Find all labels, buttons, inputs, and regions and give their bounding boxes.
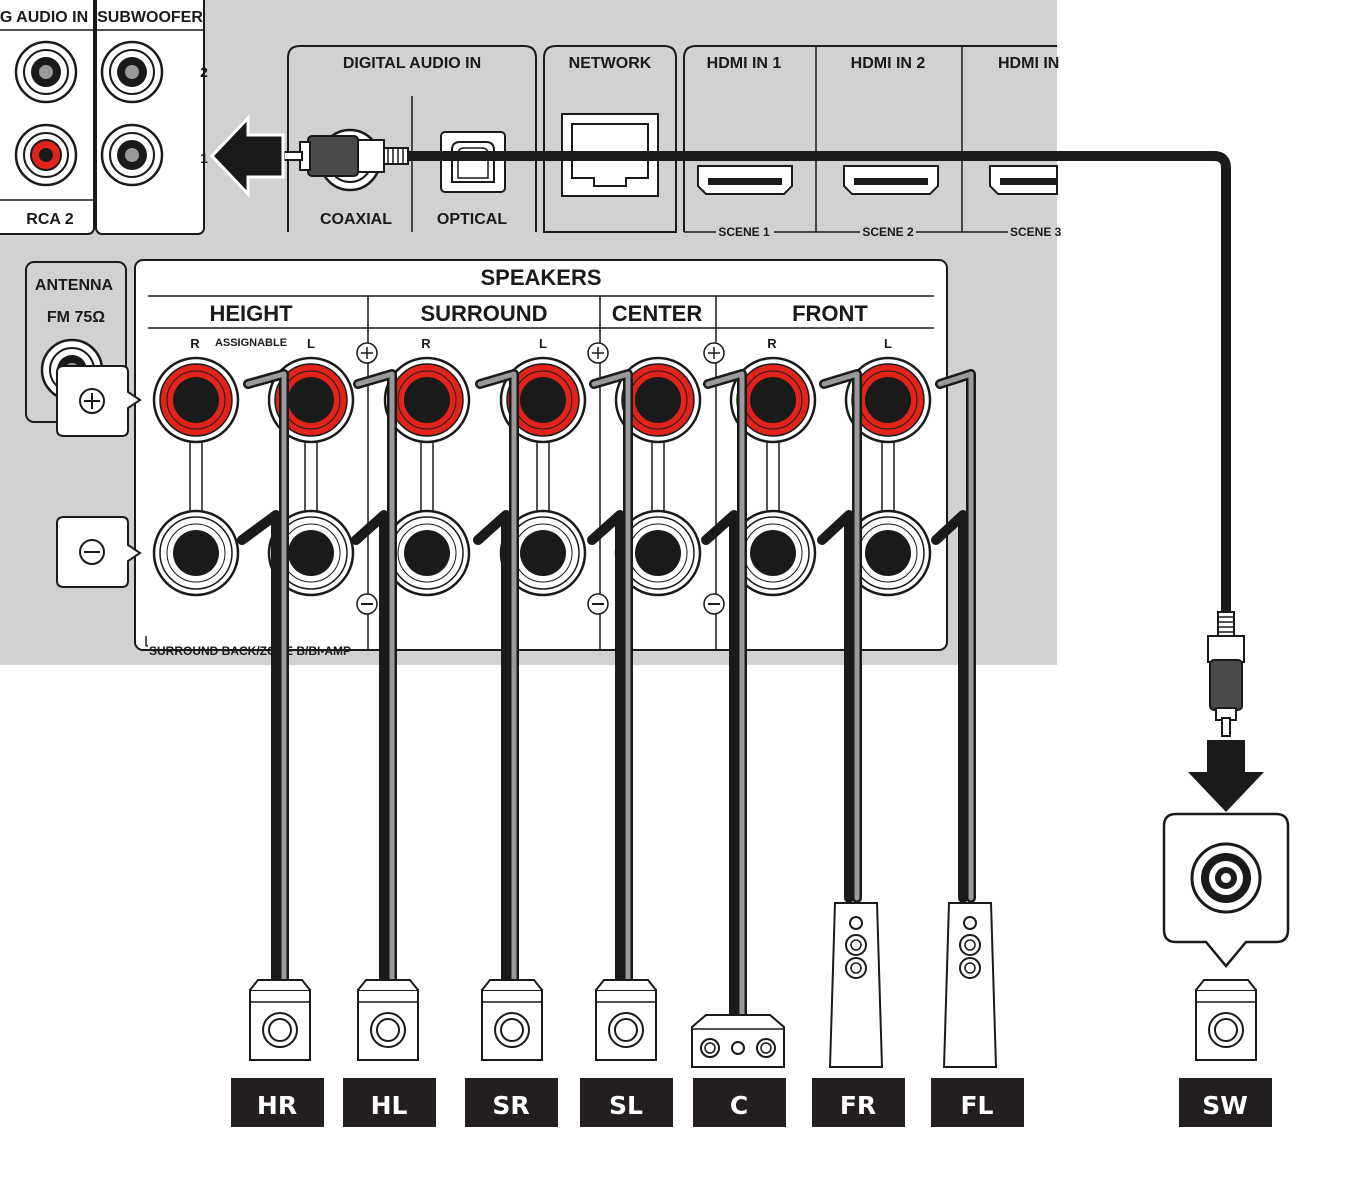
- hdmi-in-1-title: HDMI IN 1: [707, 55, 782, 72]
- subwoofer-title: SUBWOOFER: [97, 9, 203, 26]
- plus-callout: [56, 365, 142, 437]
- surround-r-label: R: [421, 336, 431, 351]
- analog-audio-in-title: G AUDIO IN: [0, 9, 88, 26]
- speakers-panel: SPEAKERS HEIGHT SURROUND CENTER FRONT R …: [134, 259, 948, 658]
- sub-ch-1-label: 1: [200, 150, 208, 166]
- label-sr: SR: [492, 1091, 529, 1120]
- cable-fl: [931, 369, 976, 903]
- scene-3-label: SCENE 3: [1010, 225, 1062, 239]
- analog-audio-in-block: G AUDIO IN RCA 2: [0, 0, 95, 235]
- label-hr: HR: [257, 1091, 297, 1120]
- label-c-bg: [693, 1078, 786, 1127]
- rca-jack-red[interactable]: [14, 123, 78, 187]
- network-title: NETWORK: [569, 55, 652, 72]
- subwoofer-out-block: SUBWOOFER 2 1: [95, 0, 208, 235]
- minus-callout: [56, 516, 142, 588]
- antenna-title: ANTENNA: [35, 277, 114, 294]
- label-sr-bg: [465, 1078, 558, 1127]
- label-fr: FR: [840, 1091, 876, 1120]
- label-fl: FL: [960, 1091, 993, 1120]
- label-fr-bg: [812, 1078, 905, 1127]
- coaxial-label: COAXIAL: [320, 211, 392, 228]
- front-group-label: FRONT: [792, 301, 868, 326]
- hdmi-in-2-title: HDMI IN 2: [851, 55, 926, 72]
- speaker-labels: HR HL SR SL C FR FL SW: [231, 1078, 1272, 1127]
- optical-jack[interactable]: [440, 131, 506, 193]
- hdmi-port-2[interactable]: [843, 165, 939, 195]
- plus-icon-front: [703, 342, 725, 364]
- digital-audio-in-block: DIGITAL AUDIO IN COAXIAL OPTICAL: [287, 45, 537, 232]
- speaker-sw-icon: [1195, 979, 1257, 1061]
- speaker-hl-icon: [357, 979, 419, 1061]
- cable-sl: [587, 369, 633, 995]
- network-block: NETWORK: [543, 45, 677, 233]
- scene-1-label: SCENE 1: [718, 225, 770, 239]
- subwoofer-cable: [209, 114, 1290, 968]
- subwoofer-jack-1[interactable]: [100, 123, 164, 187]
- label-hl: HL: [371, 1091, 408, 1120]
- terminal-hr-plus[interactable]: [152, 356, 240, 444]
- cable-fr: [817, 369, 862, 903]
- minus-icon-surround: [356, 593, 378, 615]
- hdmi-in-3-title: HDMI IN: [998, 55, 1059, 72]
- surround-l-label: L: [539, 336, 547, 351]
- digital-audio-in-title: DIGITAL AUDIO IN: [343, 55, 481, 72]
- scene-2-label: SCENE 2: [862, 225, 914, 239]
- speaker-cables: [237, 369, 976, 1020]
- speaker-fl-icon: [942, 902, 998, 1068]
- terminal-hr-minus[interactable]: [152, 509, 240, 597]
- height-l-label: L: [307, 336, 315, 351]
- rca-jack-white[interactable]: [14, 40, 78, 104]
- speaker-sr-icon: [481, 979, 543, 1061]
- label-fl-bg: [931, 1078, 1024, 1127]
- center-group-label: CENTER: [612, 301, 703, 326]
- label-c: C: [730, 1091, 748, 1120]
- subwoofer-jack-2[interactable]: [100, 40, 164, 104]
- optical-label: OPTICAL: [437, 211, 507, 228]
- terminal-sr-plus[interactable]: [383, 356, 471, 444]
- height-r-label: R: [190, 336, 200, 351]
- rca-plug-subwoofer-end: [1207, 611, 1245, 737]
- cable-hr: [237, 369, 289, 995]
- plus-icon-center: [587, 342, 609, 364]
- hdmi-block: HDMI IN 1 HDMI IN 2 HDMI IN SCENE 1 SCEN…: [683, 45, 1062, 239]
- cable-sr: [473, 369, 519, 995]
- height-group-label: HEIGHT: [209, 301, 293, 326]
- subwoofer-input-callout: [1162, 812, 1290, 968]
- label-hr-bg: [231, 1078, 324, 1127]
- arrow-to-subwoofer-jack: [209, 114, 285, 198]
- cable-hl: [351, 369, 397, 995]
- label-sw-bg: [1179, 1078, 1272, 1127]
- label-sl-bg: [580, 1078, 673, 1127]
- assignable-label: ASSIGNABLE: [215, 337, 287, 349]
- speaker-sl-icon: [595, 979, 657, 1061]
- speaker-c-icon: [691, 1014, 785, 1068]
- plus-icon-surround: [356, 342, 378, 364]
- minus-icon-center: [587, 593, 609, 615]
- label-sw: SW: [1202, 1091, 1248, 1120]
- front-l-label: L: [884, 336, 892, 351]
- antenna-fm-label: FM 75Ω: [47, 309, 105, 326]
- hdmi-port-3[interactable]: [989, 165, 1058, 195]
- cable-c: [701, 369, 747, 1020]
- speakers-title: SPEAKERS: [480, 265, 601, 290]
- hdmi-port-1[interactable]: [697, 165, 793, 195]
- speaker-fr-icon: [828, 902, 884, 1068]
- terminal-sr-minus[interactable]: [383, 509, 471, 597]
- label-sl: SL: [609, 1091, 643, 1120]
- speaker-hr-icon: [249, 979, 311, 1061]
- label-hl-bg: [343, 1078, 436, 1127]
- sub-ch-2-label: 2: [200, 64, 208, 80]
- surround-back-label: SURROUND BACK/ZONE B/BI-AMP: [149, 644, 351, 658]
- arrow-down-icon: [1188, 740, 1264, 812]
- plus-icon: [84, 393, 100, 409]
- surround-group-label: SURROUND: [420, 301, 547, 326]
- minus-icon-front: [703, 593, 725, 615]
- rca2-label: RCA 2: [26, 211, 74, 228]
- front-r-label: R: [767, 336, 777, 351]
